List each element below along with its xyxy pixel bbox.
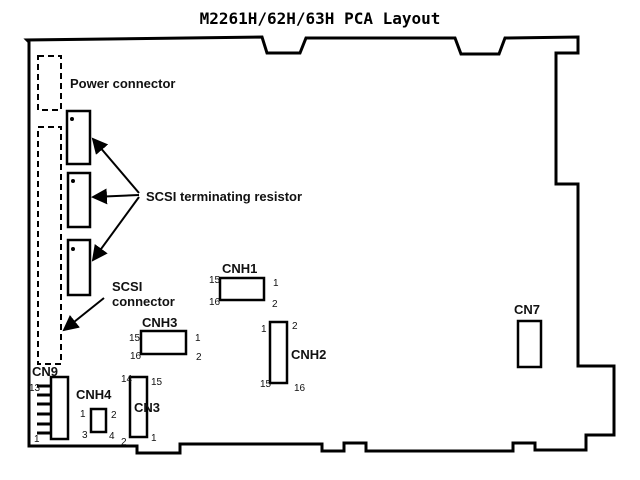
- terminating-resistor-3: [66, 238, 92, 297]
- cn9-pin-13: 13: [29, 383, 41, 394]
- cnh3-pin-2: 2: [196, 352, 202, 363]
- cnh2-pin-2: 2: [292, 321, 298, 332]
- cnh3-label: CNH3: [142, 315, 177, 330]
- connector-cnh2: CNH2 1 2 15 16: [260, 320, 326, 394]
- cn3-label: CN3: [134, 400, 160, 415]
- cnh2-pin-1: 1: [261, 324, 267, 335]
- cnh3-pin-16: 16: [130, 351, 142, 362]
- cnh2-label: CNH2: [291, 347, 326, 362]
- cnh4-pin-2: 2: [111, 410, 117, 421]
- cn9-pin-1: 1: [34, 434, 40, 445]
- connector-cn9: CN9 13 1: [29, 364, 70, 445]
- arrow-to-scsi-connector: [62, 297, 105, 332]
- cn3-pin-2: 2: [121, 437, 127, 448]
- scsi-connector-label-line1: SCSI: [112, 279, 142, 294]
- scsi-terminating-resistor-label: SCSI terminating resistor: [146, 189, 302, 204]
- arrow-to-resistor-3: [91, 196, 140, 262]
- board-outline: [23, 35, 616, 455]
- cn3-pin-1: 1: [151, 433, 157, 444]
- cnh4-label: CNH4: [76, 387, 112, 402]
- cn3-pin-14: 14: [121, 374, 133, 385]
- cnh1-pin-1: 1: [273, 278, 279, 289]
- cn3-pin-15: 15: [151, 377, 163, 388]
- terminating-resistor-2: [66, 171, 92, 229]
- cnh4-pin-3: 3: [82, 430, 88, 441]
- connector-cnh3: CNH3 15 16 1 2: [129, 315, 202, 363]
- cn9-label: CN9: [32, 364, 58, 379]
- connector-cnh4: CNH4 1 2 3 4: [76, 387, 117, 442]
- cnh2-pin-15: 15: [260, 379, 272, 390]
- cnh4-pin-1: 1: [80, 409, 86, 420]
- power-connector-label: Power connector: [70, 76, 175, 91]
- cnh3-pin-15: 15: [129, 333, 141, 344]
- scsi-connector-outline: [37, 126, 62, 365]
- cnh2-pin-16: 16: [294, 383, 306, 394]
- arrow-to-resistor-2: [91, 188, 140, 205]
- connector-cn3: CN3 14 15 2 1: [121, 374, 163, 448]
- connector-cnh1: CNH1 15 16 1 2: [209, 261, 279, 310]
- cnh1-pin-16: 16: [209, 297, 221, 308]
- cnh3-pin-1: 1: [195, 333, 201, 344]
- cnh4-pin-4: 4: [109, 431, 115, 442]
- scsi-connector-label-line2: connector: [112, 294, 175, 309]
- connector-cn7: CN7: [514, 302, 543, 369]
- cnh1-label: CNH1: [222, 261, 257, 276]
- cnh1-pin-2: 2: [272, 299, 278, 310]
- terminating-resistor-1: [65, 109, 92, 166]
- power-connector-outline: [37, 55, 62, 111]
- diagram-title: M2261H/62H/63H PCA Layout: [200, 9, 441, 28]
- arrow-to-resistor-1: [91, 137, 140, 194]
- cnh1-pin-15: 15: [209, 275, 221, 286]
- cn7-label: CN7: [514, 302, 540, 317]
